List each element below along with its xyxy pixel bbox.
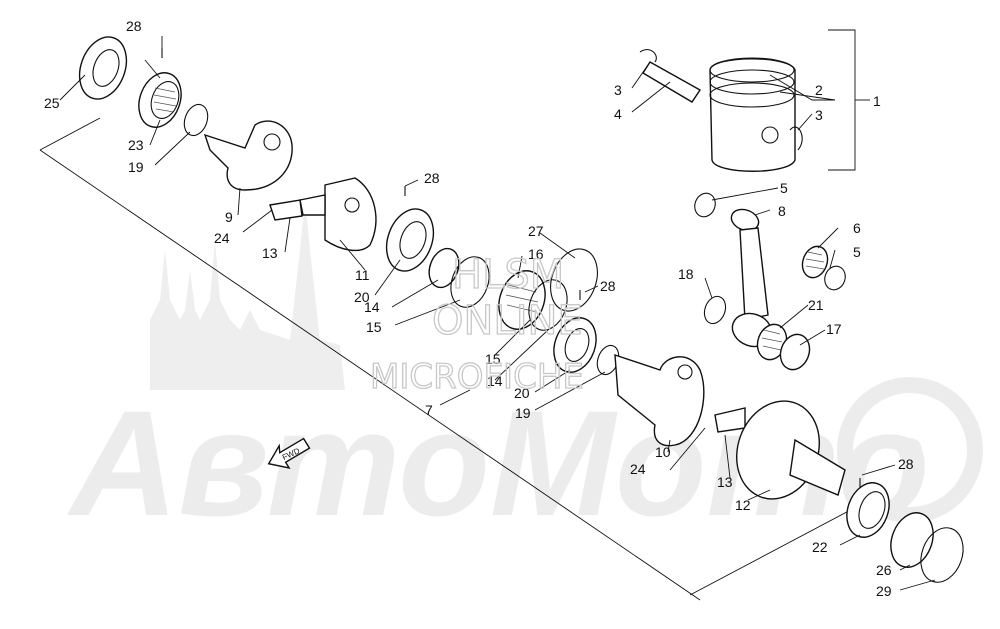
hlsm-watermark: HLSM ONLINE MICROFICHE — [369, 251, 584, 397]
callout-16: 16 — [528, 246, 544, 262]
callout-18: 18 — [678, 266, 694, 282]
callout-13-right: 13 — [717, 474, 733, 490]
callout-15-right: 15 — [485, 351, 501, 367]
part-thrust-washer-right — [824, 265, 846, 291]
part-crank-web — [299, 177, 377, 252]
callout-23: 23 — [128, 137, 144, 153]
part-shim-left — [428, 247, 460, 289]
part-needle-bearing-large — [756, 323, 788, 361]
part-woodruff-key-left — [269, 199, 303, 221]
callout-1: 1 — [873, 93, 881, 109]
callout-3-piston-clip: 3 — [815, 107, 823, 123]
leader-lines — [59, 36, 936, 591]
callout-24-right: 24 — [630, 461, 646, 477]
watermark-line-1: HLSM — [452, 252, 564, 298]
callout-labels: 1 2 3 3 4 5 5 6 7 8 9 10 11 12 13 13 14 … — [44, 18, 914, 599]
part-main-bearing-center-left — [385, 208, 435, 272]
part-piston — [709, 57, 796, 172]
callout-4: 4 — [614, 106, 622, 122]
part-connecting-rod — [730, 208, 773, 348]
part-oil-seal-left — [78, 36, 128, 100]
part-crank-half-left — [203, 120, 293, 191]
callout-20-right: 20 — [514, 385, 530, 401]
callout-5-top: 5 — [780, 180, 788, 196]
callout-19-left: 19 — [128, 159, 144, 175]
callout-17: 17 — [826, 321, 842, 337]
part-circlip-right — [789, 126, 803, 151]
callout-28-right: 28 — [898, 456, 914, 472]
part-o-ring-outer-right — [920, 527, 964, 583]
callout-15-left: 15 — [366, 319, 382, 335]
assembly-axis-lines — [39, 29, 870, 601]
callout-28-rod: 28 — [600, 278, 616, 294]
part-oil-seal-right — [890, 512, 934, 568]
part-main-bearing-right — [846, 482, 890, 538]
part-crank-half-right — [614, 354, 705, 447]
callout-3-pin-clip: 3 — [614, 82, 622, 98]
watermark-line-2: ONLINE — [432, 298, 583, 344]
callout-13-left: 13 — [262, 245, 278, 261]
callout-14-right: 14 — [487, 373, 503, 389]
callout-29: 29 — [876, 583, 892, 599]
callout-19-right: 19 — [515, 405, 531, 421]
callout-10: 10 — [655, 444, 671, 460]
callout-2: 2 — [815, 82, 823, 98]
callout-25: 25 — [44, 95, 60, 111]
callout-28-center: 28 — [424, 170, 440, 186]
part-o-ring-left — [183, 103, 209, 137]
part-rod-washer-left — [703, 295, 727, 325]
callout-6: 6 — [853, 220, 861, 236]
callout-9: 9 — [225, 209, 233, 225]
callout-7: 7 — [425, 402, 433, 418]
callout-27: 27 — [528, 223, 544, 239]
part-crank-shaft-right — [736, 400, 846, 500]
callout-28-top-left: 28 — [126, 18, 142, 34]
callout-24-left: 24 — [214, 230, 230, 246]
callout-11: 11 — [355, 267, 370, 283]
callout-22: 22 — [812, 539, 828, 555]
callout-26: 26 — [876, 562, 892, 578]
part-needle-bearing-small — [801, 245, 829, 279]
callout-5-right: 5 — [853, 244, 861, 260]
callout-12: 12 — [735, 497, 751, 513]
callout-14-left: 14 — [364, 299, 380, 315]
callout-8: 8 — [778, 203, 786, 219]
part-circlip-top — [639, 49, 657, 63]
callout-21: 21 — [808, 297, 824, 313]
part-main-bearing-center-right — [553, 317, 597, 373]
part-thrust-washer-top — [694, 192, 716, 218]
watermark-line-3: MICROFICHE — [370, 357, 584, 397]
part-main-bearing-left — [138, 72, 182, 128]
callout-20-left: 20 — [354, 289, 370, 305]
